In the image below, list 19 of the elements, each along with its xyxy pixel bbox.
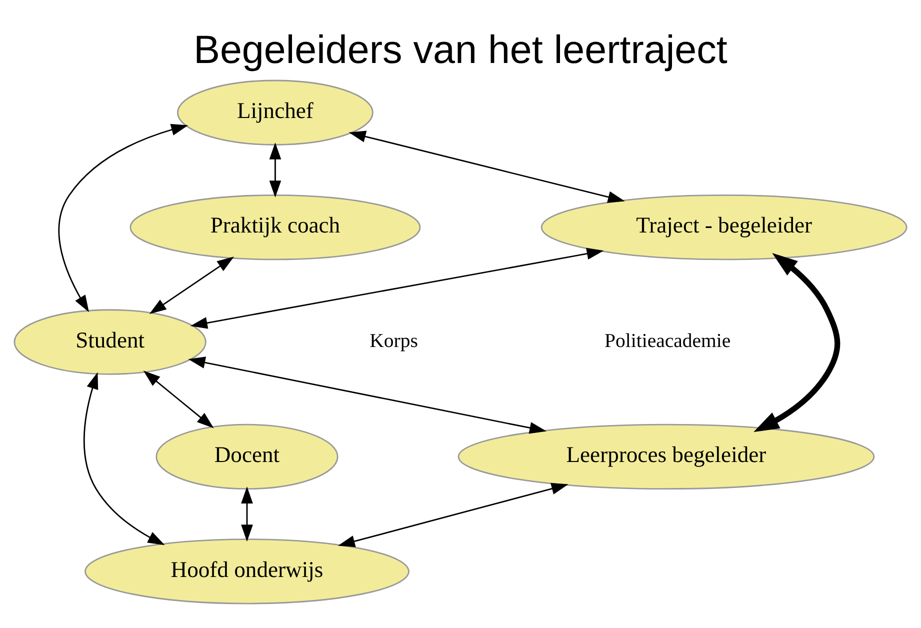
node-ellipse: Praktijk coach xyxy=(130,194,421,260)
label: Korps xyxy=(370,330,418,352)
arrow xyxy=(754,252,840,432)
arrow xyxy=(241,486,253,542)
arrow xyxy=(338,482,568,547)
node-ellipse: Leerproces begeleider xyxy=(458,423,875,490)
arrow xyxy=(188,356,547,434)
arrow xyxy=(149,256,234,314)
arrow xyxy=(190,247,604,328)
arrow xyxy=(83,372,165,545)
arrow xyxy=(348,130,625,202)
label: Politieacademie xyxy=(604,330,731,352)
node-ellipse: Hoofd onderwijs xyxy=(84,538,410,604)
arrow xyxy=(58,123,188,312)
arrow xyxy=(143,370,214,428)
arrow xyxy=(269,142,282,198)
diagram-title: Begeleiders van het leertraject xyxy=(194,27,728,72)
node-ellipse: Docent xyxy=(156,423,338,490)
node-ellipse: Lijnchef xyxy=(176,79,374,145)
